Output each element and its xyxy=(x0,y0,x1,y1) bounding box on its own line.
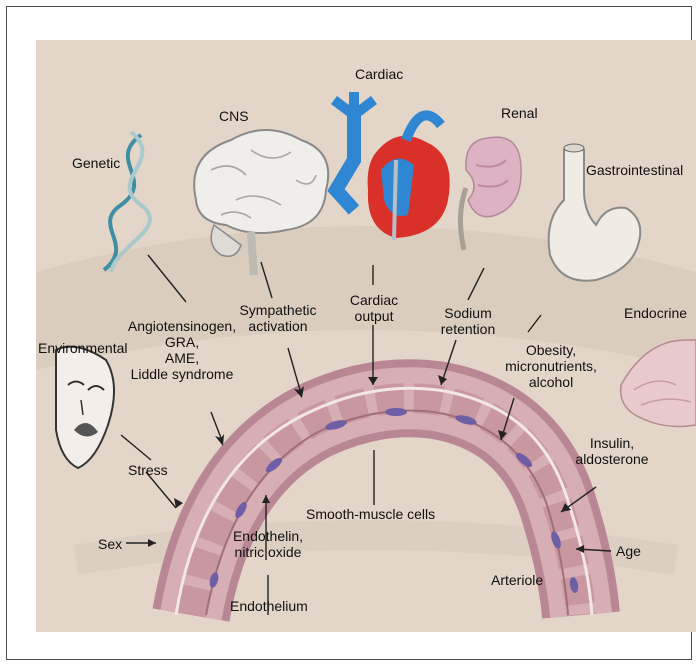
label-endocrine: Endocrine xyxy=(624,305,687,321)
label-sympathetic-activation: Sympathetic activation xyxy=(232,302,324,334)
label-arteriole: Arteriole xyxy=(491,572,543,588)
label-endothelium: Endothelium xyxy=(230,598,308,614)
label-renal: Renal xyxy=(501,105,538,121)
label-environmental: Environmental xyxy=(38,340,128,356)
label-cns: CNS xyxy=(219,108,249,124)
label-stress: Stress xyxy=(128,462,168,478)
diagram-panel: Cardiac CNS Renal Genetic Gastrointestin… xyxy=(36,40,696,632)
environmental-mask-icon xyxy=(56,347,114,468)
label-genetic-factors: Angiotensinogen, GRA, AME, Liddle syndro… xyxy=(122,318,242,382)
label-insulin-aldosterone: Insulin, aldosterone xyxy=(562,435,662,467)
label-genetic: Genetic xyxy=(72,155,120,171)
label-sex: Sex xyxy=(98,536,122,552)
heart-icon xyxy=(334,92,450,240)
label-age: Age xyxy=(616,543,641,559)
label-endothelin-nitric-oxide: Endothelin, nitric oxide xyxy=(220,528,316,560)
label-cardiac: Cardiac xyxy=(355,66,403,82)
label-obesity: Obesity, micronutrients, alcohol xyxy=(496,342,606,390)
label-sodium-retention: Sodium retention xyxy=(428,305,508,337)
label-smooth-muscle-cells: Smooth-muscle cells xyxy=(306,506,435,522)
label-gastrointestinal: Gastrointestinal xyxy=(586,162,683,178)
label-cardiac-output: Cardiac output xyxy=(343,292,405,324)
